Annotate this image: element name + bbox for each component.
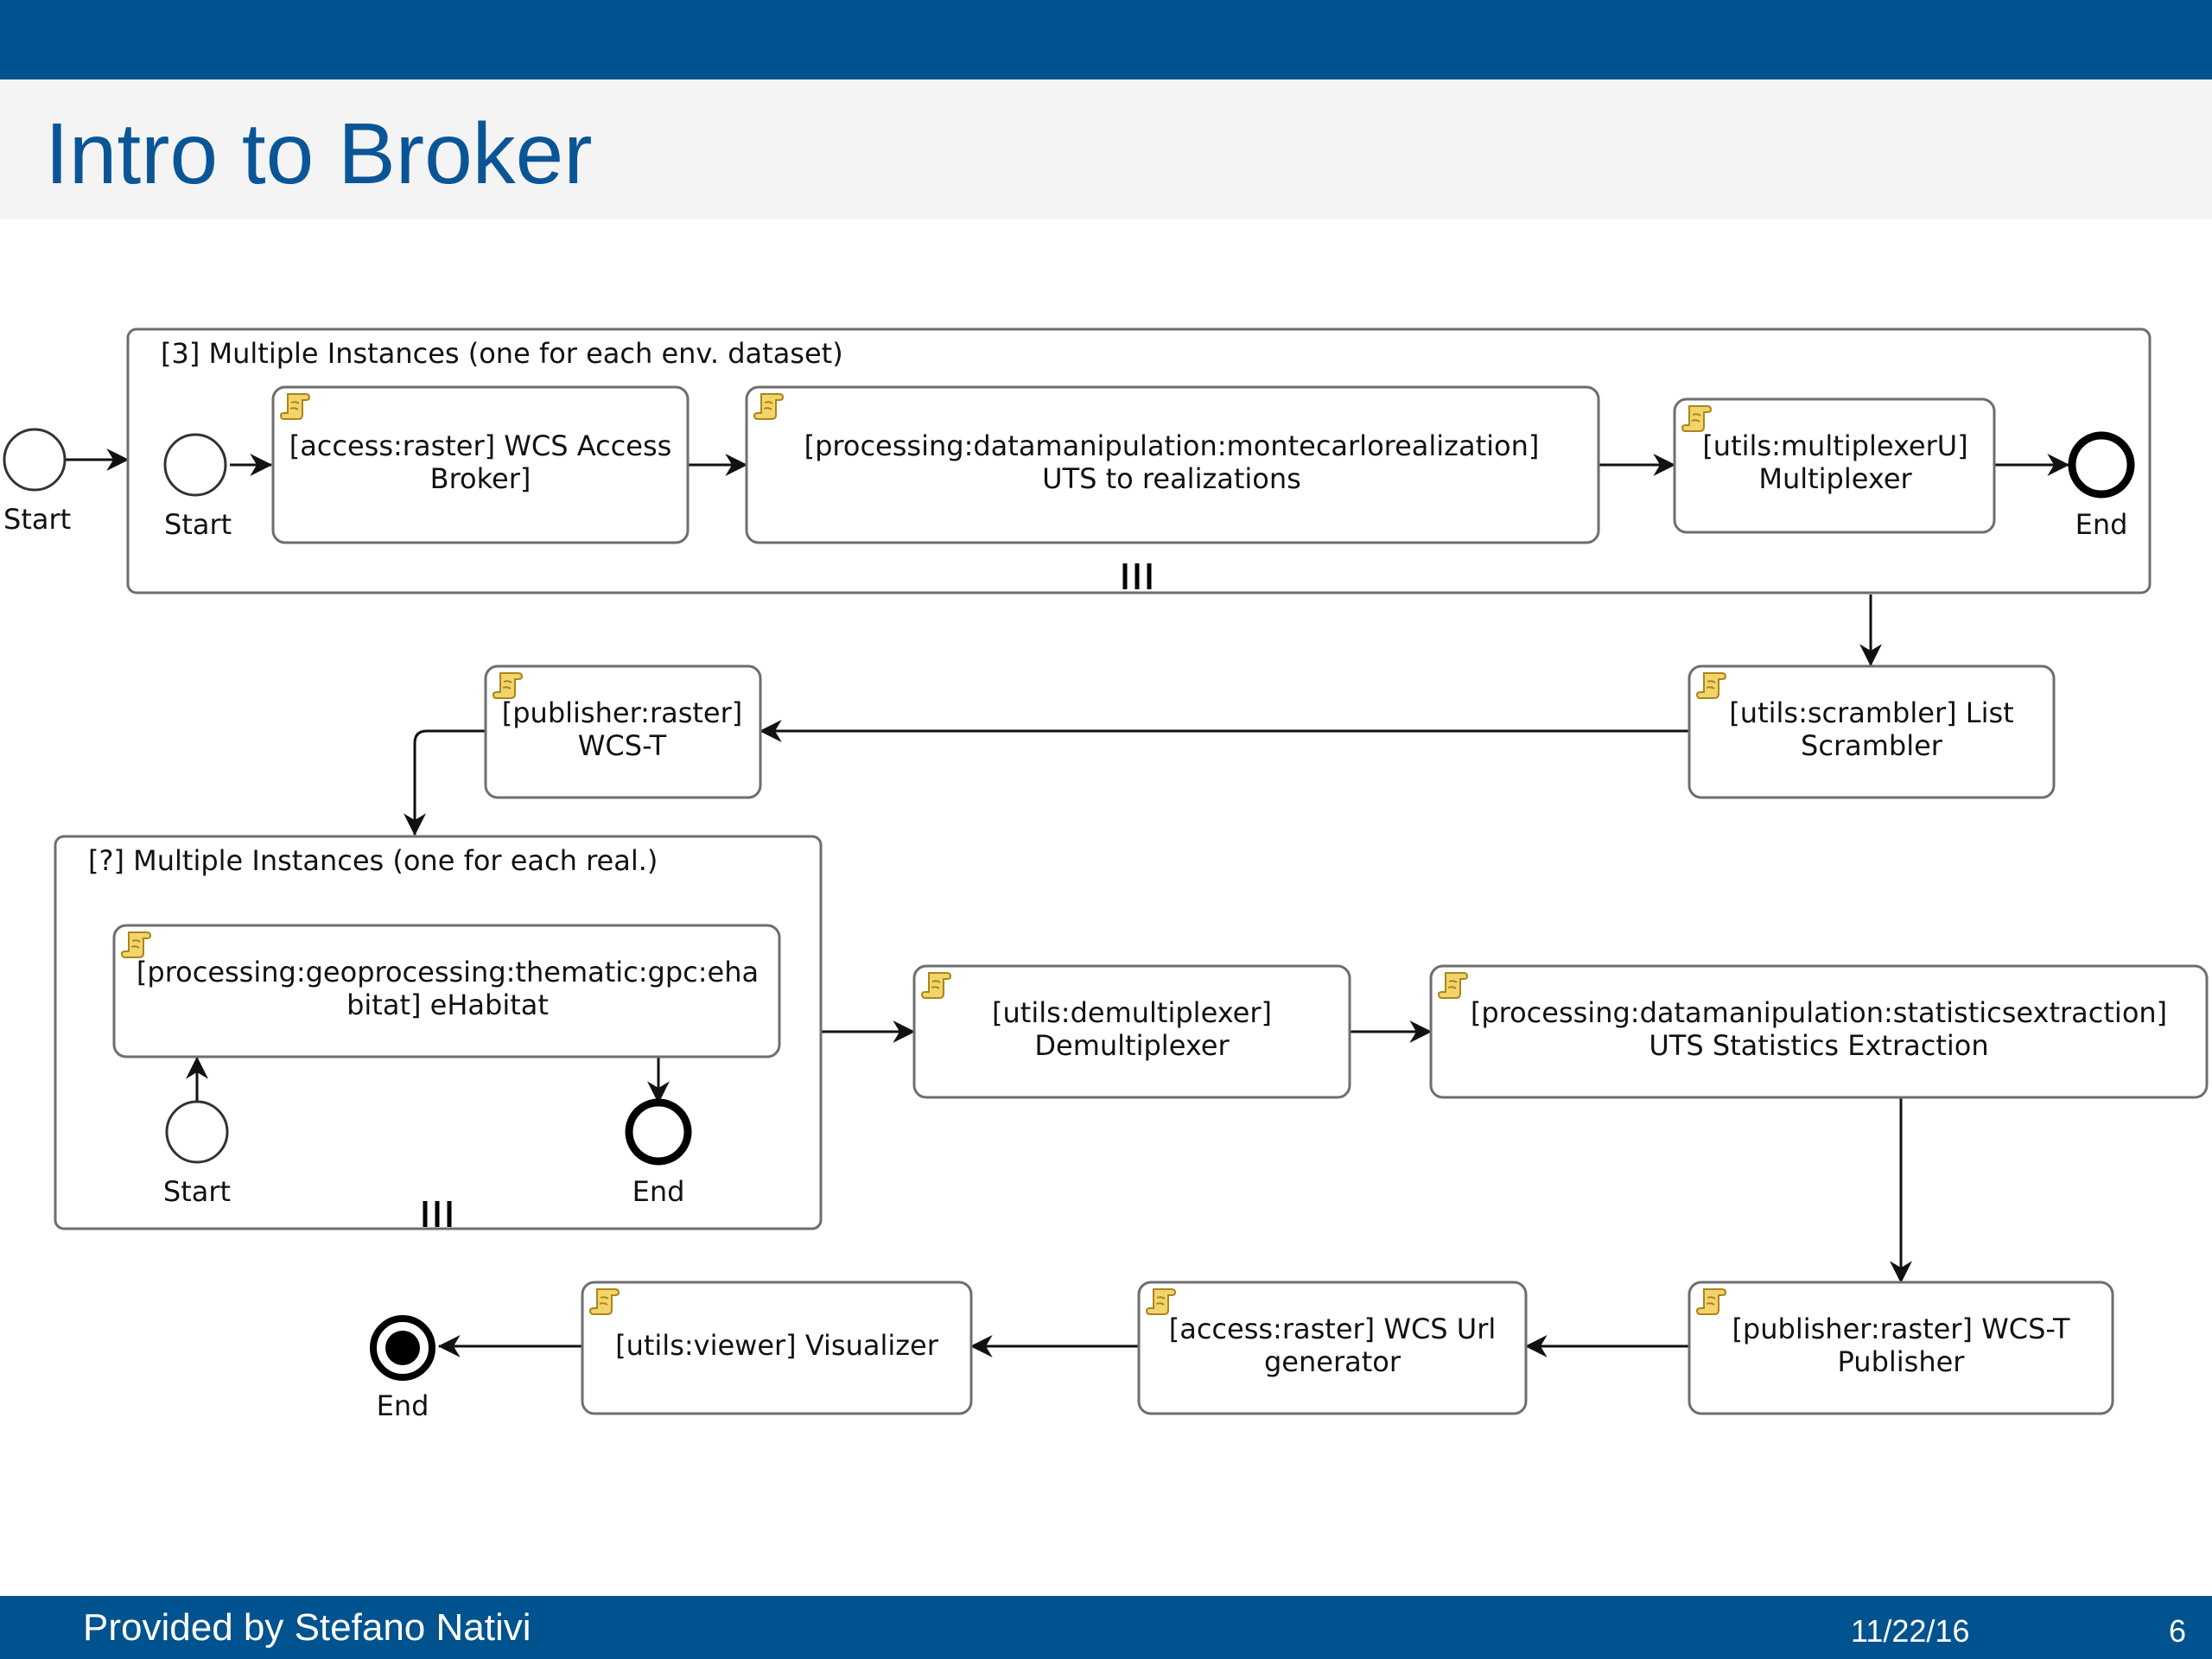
task-label: Publisher (1838, 1345, 1966, 1378)
task-wcs-url-generator[interactable]: [access:raster] WCS Url generator (1137, 1281, 1528, 1415)
task-label: [processing:geoprocessing:thematic:gpc:e… (137, 956, 759, 988)
start-event-inner: Start (163, 433, 232, 541)
end-label: End (2075, 508, 2128, 541)
task-label: WCS-T (578, 729, 667, 762)
end-label: End (632, 1175, 685, 1208)
task-label: [utils:scrambler] List (1729, 696, 2013, 729)
task-label: [processing:datamanipulation:statisticse… (1471, 996, 2167, 1029)
task-list-scrambler[interactable]: [utils:scrambler] List Scrambler (1688, 664, 2056, 799)
end-event-inner: End (2068, 431, 2135, 541)
start-event-inner-2: Start (163, 1100, 231, 1208)
task-label: Broker] (430, 462, 531, 495)
task-visualizer[interactable]: [utils:viewer] Visualizer (581, 1281, 973, 1415)
subprocess-2-label: [?] Multiple Instances (one for each rea… (88, 844, 658, 877)
task-label: [access:raster] WCS Url (1169, 1313, 1497, 1345)
subprocess-multiple-instances-real: [?] Multiple Instances (one for each rea… (54, 835, 823, 1230)
footer-bar (0, 1596, 2212, 1659)
task-label: [utils:demultiplexer] (992, 996, 1272, 1029)
task-ehabitat[interactable]: [processing:geoprocessing:thematic:gpc:e… (112, 924, 781, 1058)
task-label: UTS to realizations (1042, 462, 1301, 495)
task-wcs-access-broker[interactable]: [access:raster] WCS Access Broker] (271, 385, 690, 544)
task-label: bitat] eHabitat (346, 988, 549, 1021)
task-uts-to-realizations[interactable]: [processing:datamanipulation:montecarlor… (745, 385, 1600, 544)
page-number: 6 (2169, 1613, 2187, 1649)
task-multiplexer[interactable]: [utils:multiplexerU] Multiplexer (1673, 397, 1996, 534)
footer-author: Provided by Stefano Nativi (83, 1606, 531, 1649)
flow-wcst-to-subprocess2 (404, 729, 486, 836)
task-statistics-extraction[interactable]: [processing:datamanipulation:statisticse… (1429, 964, 2209, 1099)
title-band (0, 79, 2212, 219)
start-label: Start (164, 508, 232, 541)
task-label: [processing:datamanipulation:montecarlor… (804, 429, 1540, 462)
end-event-final: End (370, 1315, 435, 1422)
task-label: Scrambler (1801, 729, 1943, 762)
task-wcs-t[interactable]: [publisher:raster] WCS-T (484, 664, 762, 799)
task-label: [utils:multiplexerU] (1702, 429, 1967, 462)
end-label: End (377, 1389, 429, 1422)
connectors (66, 448, 2070, 1357)
start-label: Start (163, 1175, 231, 1208)
parallel-marker (1122, 563, 1152, 589)
task-demultiplexer[interactable]: [utils:demultiplexer] Demultiplexer (912, 964, 1351, 1099)
end-event-inner-2: End (625, 1098, 692, 1208)
task-label: generator (1264, 1345, 1402, 1378)
task-label: [publisher:raster] WCS-T (1732, 1313, 2070, 1345)
start-label: Start (3, 503, 71, 536)
parallel-marker (423, 1201, 452, 1227)
footer-date: 11/22/16 (1851, 1613, 1970, 1649)
top-banner (0, 0, 2212, 79)
task-label: UTS Statistics Extraction (1649, 1029, 1988, 1062)
start-event-outer: Start (3, 428, 71, 536)
slide-title: Intro to Broker (45, 105, 593, 202)
task-label: [publisher:raster] (502, 696, 743, 729)
task-label: Multiplexer (1758, 462, 1912, 495)
task-wcs-t-publisher[interactable]: [publisher:raster] WCS-T Publisher (1688, 1281, 2114, 1415)
subprocess-multiple-instances-env: [3] Multiple Instances (one for each env… (126, 327, 2152, 594)
task-label: [utils:viewer] Visualizer (615, 1329, 939, 1362)
subprocess-1-label: [3] Multiple Instances (one for each env… (161, 337, 843, 370)
task-label: Demultiplexer (1034, 1029, 1230, 1062)
task-label: [access:raster] WCS Access (289, 429, 672, 462)
